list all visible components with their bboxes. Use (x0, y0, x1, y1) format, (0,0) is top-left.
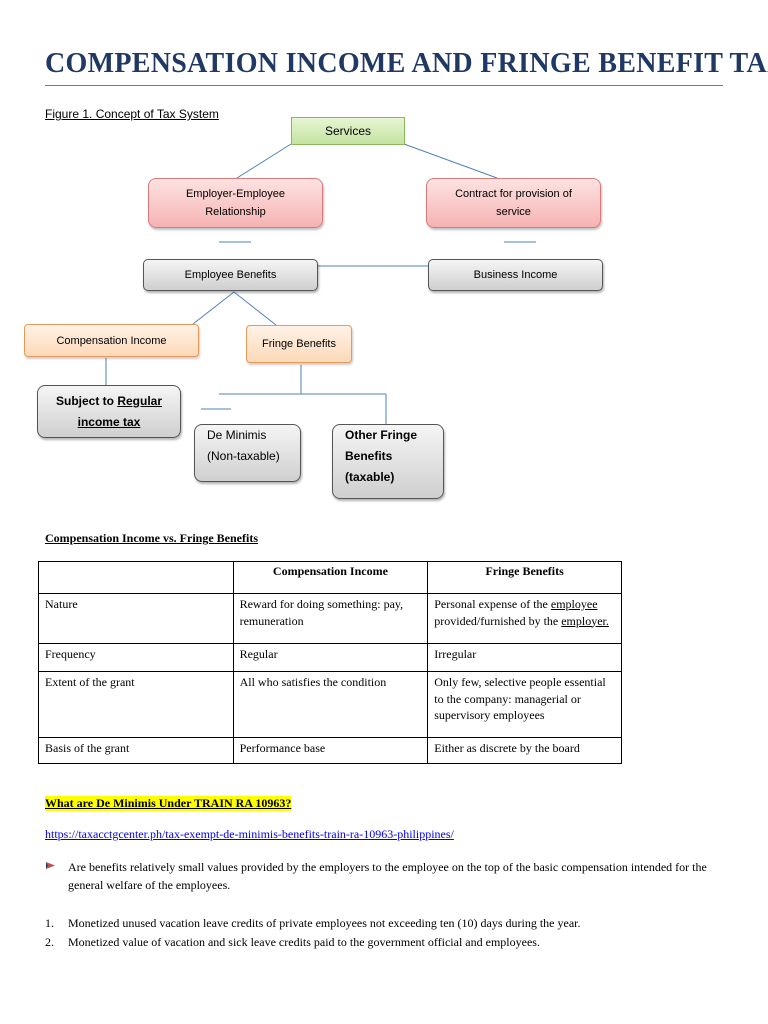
contract-line1: Contract for provision of (455, 188, 572, 200)
list-item: 1. Monetized unused vacation leave credi… (45, 914, 725, 933)
table-row: Basis of the grant Performance base Eith… (38, 737, 622, 764)
table-row: Frequency Regular Irregular (38, 643, 622, 672)
compensation-cell: All who satisfies the condition (232, 671, 429, 738)
subject-to-regular-node: Subject to Regular income tax (37, 385, 181, 438)
compensation-cell: Regular (232, 643, 429, 672)
other-fringe-line2: Benefits (345, 449, 393, 463)
figure-caption: Figure 1. Concept of Tax System (45, 107, 219, 121)
numbered-list: 1. Monetized unused vacation leave credi… (45, 914, 725, 952)
fringe-text: Personal expense of the (434, 597, 551, 611)
fringe-benefits-node: Fringe Benefits (246, 325, 352, 363)
regular-text: Regular (117, 393, 163, 408)
comparison-table: Compensation Income Fringe Benefits Natu… (38, 561, 622, 764)
fringe-cell: Either as discrete by the board (427, 737, 622, 764)
list-item: 2. Monetized value of vacation and sick … (45, 933, 725, 952)
compensation-income-node: Compensation Income (24, 324, 199, 357)
list-text: Monetized unused vacation leave credits … (68, 916, 581, 930)
other-fringe-node: Other Fringe Benefits (taxable) (332, 424, 444, 499)
table-header-compensation: Compensation Income (232, 561, 429, 594)
services-node: Services (291, 117, 405, 145)
de-minimis-line2: (Non-taxable) (207, 449, 280, 463)
list-number: 2. (45, 935, 54, 949)
de-minimis-heading: What are De Minimis Under TRAIN RA 10963… (45, 796, 292, 811)
employee-benefits-node: Employee Benefits (143, 259, 318, 291)
list-number: 1. (45, 916, 54, 930)
compensation-cell: Reward for doing something: pay, remuner… (232, 593, 429, 644)
table-header-fringe: Fringe Benefits (427, 561, 622, 594)
other-fringe-line3: (taxable) (345, 470, 395, 484)
table-row: Extent of the grant All who satisfies th… (38, 671, 622, 738)
services-label: Services (324, 124, 371, 138)
employer-employee-node: Employer-Employee Relationship (148, 178, 323, 228)
income-tax-text: income tax (77, 414, 141, 429)
compensation-income-label: Compensation Income (56, 334, 167, 347)
contract-node: Contract for provision of service (426, 178, 601, 228)
row-label: Nature (38, 593, 234, 644)
subject-to-text: Subject to (55, 393, 118, 408)
connector-services-contract (403, 143, 498, 179)
page-title: COMPENSATION INCOME AND FRINGE BENEFIT T… (45, 48, 768, 79)
fringe-cell: Only few, selective people essential to … (427, 671, 622, 738)
de-minimis-node: De Minimis (Non-taxable) (194, 424, 301, 482)
de-minimis-line1: De Minimis (207, 428, 267, 442)
bullet-text: Are benefits relatively small values pro… (68, 860, 707, 892)
source-link[interactable]: https://taxacctgcenter.ph/tax-exempt-de-… (45, 827, 454, 841)
compensation-cell: Performance base (232, 737, 429, 764)
employer-word: employer. (561, 613, 609, 628)
comparison-heading: Compensation Income vs. Fringe Benefits (45, 531, 258, 545)
row-label: Extent of the grant (38, 671, 234, 738)
fringe-cell: Personal expense of the employee provide… (427, 593, 622, 644)
business-income-node: Business Income (428, 259, 603, 291)
row-label: Frequency (38, 643, 234, 672)
list-text: Monetized value of vacation and sick lea… (68, 935, 540, 949)
other-fringe-line1: Other Fringe (345, 428, 418, 442)
connector-benefits-comp (192, 291, 235, 325)
fringe-cell: Irregular (427, 643, 622, 672)
employer-employee-line1: Employer-Employee (185, 188, 286, 200)
employee-word: employee (550, 597, 598, 611)
table-row: Nature Reward for doing something: pay, … (38, 593, 622, 644)
title-divider (45, 85, 723, 86)
connector-services-employer (236, 143, 292, 179)
table-header-blank (38, 561, 234, 594)
fringe-text: provided/furnished by the (434, 613, 562, 628)
row-label: Basis of the grant (38, 737, 234, 764)
employee-benefits-label: Employee Benefits (184, 269, 277, 281)
contract-line2: service (496, 206, 531, 218)
connector-benefits-fringe (233, 291, 277, 326)
business-income-label: Business Income (473, 269, 558, 281)
fringe-benefits-label: Fringe Benefits (262, 338, 336, 350)
bullet-item: Are benefits relatively small values pro… (45, 858, 725, 894)
subject-to-line1: Subject to Regular (56, 391, 162, 412)
arrow-bullet-icon (46, 862, 55, 869)
table-header-row: Compensation Income Fringe Benefits (38, 561, 622, 594)
employer-employee-line2: Relationship (205, 206, 266, 218)
